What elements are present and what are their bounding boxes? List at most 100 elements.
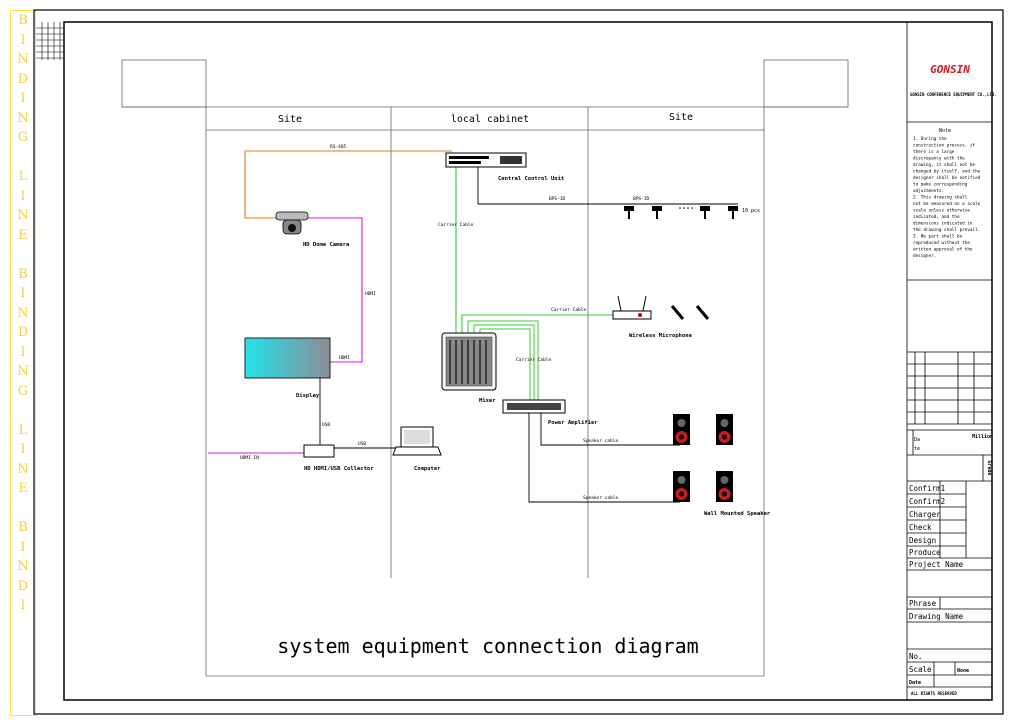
- note-line: reproduced without the: [913, 240, 970, 246]
- binding-char: B: [18, 13, 28, 28]
- speaker-4: [716, 471, 733, 502]
- zone-site-right-label: Site: [669, 112, 693, 123]
- notes-title: Note: [939, 128, 951, 134]
- wall-speaker-label: Wall Mounted Speaker: [704, 511, 771, 517]
- copyright-label: ALL RIGHTS RESERVED: [911, 691, 957, 696]
- speaker-3: [673, 471, 690, 502]
- note-line: adjustments.: [913, 188, 944, 194]
- note-line: construction process, if: [913, 143, 975, 149]
- sig-label-da: Da: [914, 437, 920, 443]
- note-line: 1. During the: [913, 136, 947, 142]
- cable-carrier-amp-3: [479, 328, 531, 400]
- computer-label: Computer: [414, 466, 441, 472]
- notes-text: 1. During the construction process, if t…: [913, 136, 983, 259]
- row-confirm1: Confirm1: [909, 484, 945, 493]
- cable-rs485-label: RS-485: [330, 144, 347, 150]
- binding-char: E: [18, 481, 28, 496]
- cable-bus-main-label: BPS-ID: [549, 196, 566, 202]
- diagram-title: system equipment connection diagram: [277, 634, 698, 658]
- note-line: 3. No part shall be: [913, 234, 963, 240]
- cable-bus-node-label: BPS-ID: [633, 196, 650, 202]
- cable-carrier-amp-1: [467, 320, 539, 400]
- binding-char: I: [20, 598, 26, 613]
- note-line: to make corresponding: [913, 182, 968, 188]
- binding-char: N: [17, 52, 29, 67]
- cable-speaker-1-label: Speaker cable: [583, 438, 619, 444]
- binding-char: D: [17, 578, 29, 594]
- company-name: GONSIN CONFERENCE EQUIPMENT CO.,LTD.: [910, 92, 997, 97]
- delegate-units-label: 10 pcs: [742, 208, 760, 214]
- row-confirm2: Confirm2: [909, 497, 945, 506]
- central-unit-label: Central Control Unit: [498, 176, 564, 182]
- cable-speaker-2-label: Speaker cable: [583, 495, 619, 501]
- note-line: designer shall be notified: [913, 175, 981, 181]
- mixer: [441, 332, 497, 391]
- binding-char: B: [18, 266, 28, 282]
- power-amplifier: [502, 399, 566, 414]
- handheld-mic-2: [695, 305, 710, 320]
- cable-speaker-2: [528, 413, 680, 503]
- row-design: Design: [909, 536, 936, 545]
- delegate-units: [624, 206, 738, 219]
- binding-char: N: [17, 110, 29, 126]
- cable-hdmi-camera-display: [302, 217, 363, 363]
- hd-dome-camera: [275, 211, 309, 235]
- phrase-label: Phrase: [909, 599, 937, 608]
- date-label: Date: [909, 680, 921, 686]
- note-line: there is a large: [913, 149, 955, 155]
- cable-usb-computer-label: USB: [358, 441, 366, 447]
- cable-carrier-amp-2: [473, 324, 535, 400]
- hdmi-usb-collector: [303, 444, 335, 458]
- display-screen: [244, 337, 331, 379]
- binding-char: N: [17, 461, 29, 477]
- zone-cabinet-label: local cabinet: [451, 114, 529, 125]
- drawing-name-label: Drawing Name: [909, 612, 964, 621]
- cable-carrier-wireless: [461, 314, 614, 333]
- cable-speaker-1: [540, 413, 680, 446]
- scale-label: Scale: [909, 665, 932, 674]
- outer-frame: [33, 9, 1004, 715]
- binding-char: N: [17, 208, 29, 223]
- cable-carrier-central-label: Carrier Cable: [438, 222, 474, 228]
- row-produce: Produce: [909, 548, 941, 557]
- binding-char: I: [20, 344, 26, 360]
- row-charger: Charger: [909, 510, 941, 519]
- title-block: [906, 22, 992, 700]
- handheld-mic-1: [670, 305, 685, 320]
- cable-hdmi-display-label: HDMI: [339, 355, 350, 361]
- wireless-mic-label: Wireless Microphone: [629, 333, 693, 339]
- central-control-unit: [445, 152, 527, 168]
- binding-char: N: [17, 305, 29, 321]
- brand-logo: GONSIN: [930, 63, 970, 76]
- power-amp-label: Power Amplifier: [548, 420, 598, 426]
- sig-label-te: te: [914, 446, 920, 452]
- wireless-receiver: [612, 295, 652, 320]
- cable-hdmi-vertical-label: HDMI: [365, 291, 376, 297]
- cable-carrier-wireless-label: Carrier Cable: [551, 307, 587, 313]
- binding-char: G: [17, 130, 29, 145]
- zone-site-left-label: Site: [278, 114, 302, 125]
- binding-char: N: [17, 559, 29, 574]
- note-line: dimensions indicated in: [913, 221, 973, 227]
- note-line: 2. This drawing shall: [913, 195, 968, 201]
- binding-char: L: [18, 169, 28, 184]
- binding-char: I: [20, 188, 26, 204]
- sig-label-million: Million: [972, 434, 993, 440]
- cable-carrier-amp-label: Carrier Cable: [516, 357, 552, 363]
- project-name-label: Project Name: [909, 560, 964, 569]
- grade-label: Grade: [986, 460, 992, 475]
- binding-char: G: [17, 383, 29, 399]
- note-line: written approval of the: [913, 247, 973, 253]
- camera-label: HD Dome Camera: [303, 242, 349, 248]
- note-line: indicated, and the: [913, 214, 960, 220]
- binding-char: L: [18, 422, 28, 438]
- corner-grid: [36, 22, 64, 60]
- mixer-label: Mixer: [479, 398, 496, 404]
- binding-char: I: [20, 539, 26, 555]
- note-line: not be measured on a scale: [913, 201, 981, 207]
- speaker-2: [716, 414, 733, 445]
- binding-char: D: [17, 325, 29, 340]
- binding-char: B: [18, 520, 28, 535]
